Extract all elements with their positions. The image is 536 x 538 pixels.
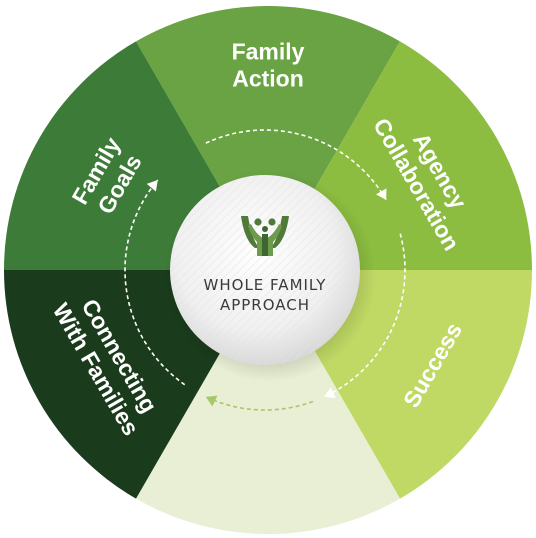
segment-3 — [136, 270, 400, 534]
cycle-arrowhead-0 — [376, 188, 387, 200]
cycle-arrowhead-1 — [324, 387, 336, 399]
cycle-arc-0 — [205, 129, 387, 201]
segment-label-line: Family — [232, 39, 305, 65]
cycle-arrowhead-3 — [146, 180, 158, 192]
center-title-line1: WHOLE FAMILY — [204, 276, 327, 294]
cycle-arc-1 — [323, 233, 406, 398]
family-figures-icon — [241, 216, 289, 256]
center-hub-texture — [170, 175, 360, 365]
segment-label-line: Action — [232, 66, 304, 92]
segment-0 — [136, 5, 400, 270]
cycle-arrows — [124, 129, 406, 411]
center-title-line2: APPROACH — [220, 296, 310, 314]
cycle-arc-3 — [124, 179, 186, 386]
cycle-arrowhead-2 — [205, 395, 218, 407]
